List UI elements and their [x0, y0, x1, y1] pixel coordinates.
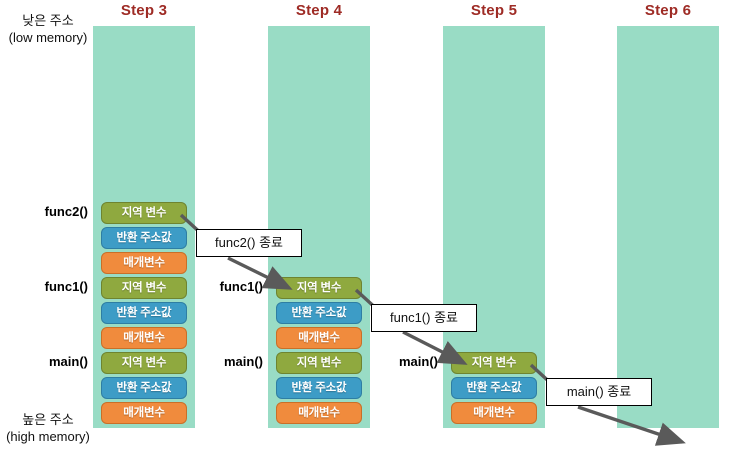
low-memory-label-en: (low memory): [8, 30, 88, 45]
slot-step4-main-local: 지역 변수: [276, 352, 362, 374]
slot-step4-main-retaddr: 반환 주소값: [276, 377, 362, 399]
slot-step5-main-param: 매개변수: [451, 402, 537, 424]
step-header-5: Step 5: [470, 2, 518, 19]
slot-step4-func1-local: 지역 변수: [276, 277, 362, 299]
frame-label-step5-main: main(): [399, 354, 438, 369]
frame-label-step3-func1: func1(): [44, 279, 88, 294]
frame-label-step4-main: main(): [224, 354, 263, 369]
callout-func2-end: func2() 종료: [196, 229, 302, 257]
step-header-6: Step 6: [644, 2, 692, 19]
slot-step5-main-local: 지역 변수: [451, 352, 537, 374]
slot-step3-func2-param: 매개변수: [101, 252, 187, 274]
slot-step3-func1-local: 지역 변수: [101, 277, 187, 299]
high-memory-label: 높은 주소 (high memory): [2, 411, 94, 445]
slot-step3-main-retaddr: 반환 주소값: [101, 377, 187, 399]
stack-column-step6: [617, 26, 719, 428]
high-memory-label-ko: 높은 주소: [22, 412, 74, 427]
high-memory-label-en: (high memory): [6, 429, 90, 444]
slot-step3-main-param: 매개변수: [101, 402, 187, 424]
callout-main-end: main() 종료: [546, 378, 652, 406]
low-memory-label-ko: 낮은 주소: [22, 13, 74, 28]
step-header-4: Step 4: [295, 2, 343, 19]
slot-step4-func1-param: 매개변수: [276, 327, 362, 349]
slot-step3-func2-retaddr: 반환 주소값: [101, 227, 187, 249]
low-memory-label: 낮은 주소 (low memory): [2, 12, 94, 46]
slot-step3-main-local: 지역 변수: [101, 352, 187, 374]
frame-label-step3-main: main(): [49, 354, 88, 369]
slot-step4-func1-retaddr: 반환 주소값: [276, 302, 362, 324]
frame-label-step3-func2: func2(): [44, 204, 88, 219]
slot-step5-main-retaddr: 반환 주소값: [451, 377, 537, 399]
callout-func1-end: func1() 종료: [371, 304, 477, 332]
slot-step3-func2-local: 지역 변수: [101, 202, 187, 224]
frame-label-step4-func1: func1(): [219, 279, 263, 294]
step-header-3: Step 3: [120, 2, 168, 19]
slot-step3-func1-param: 매개변수: [101, 327, 187, 349]
slot-step3-func1-retaddr: 반환 주소값: [101, 302, 187, 324]
slot-step4-main-param: 매개변수: [276, 402, 362, 424]
